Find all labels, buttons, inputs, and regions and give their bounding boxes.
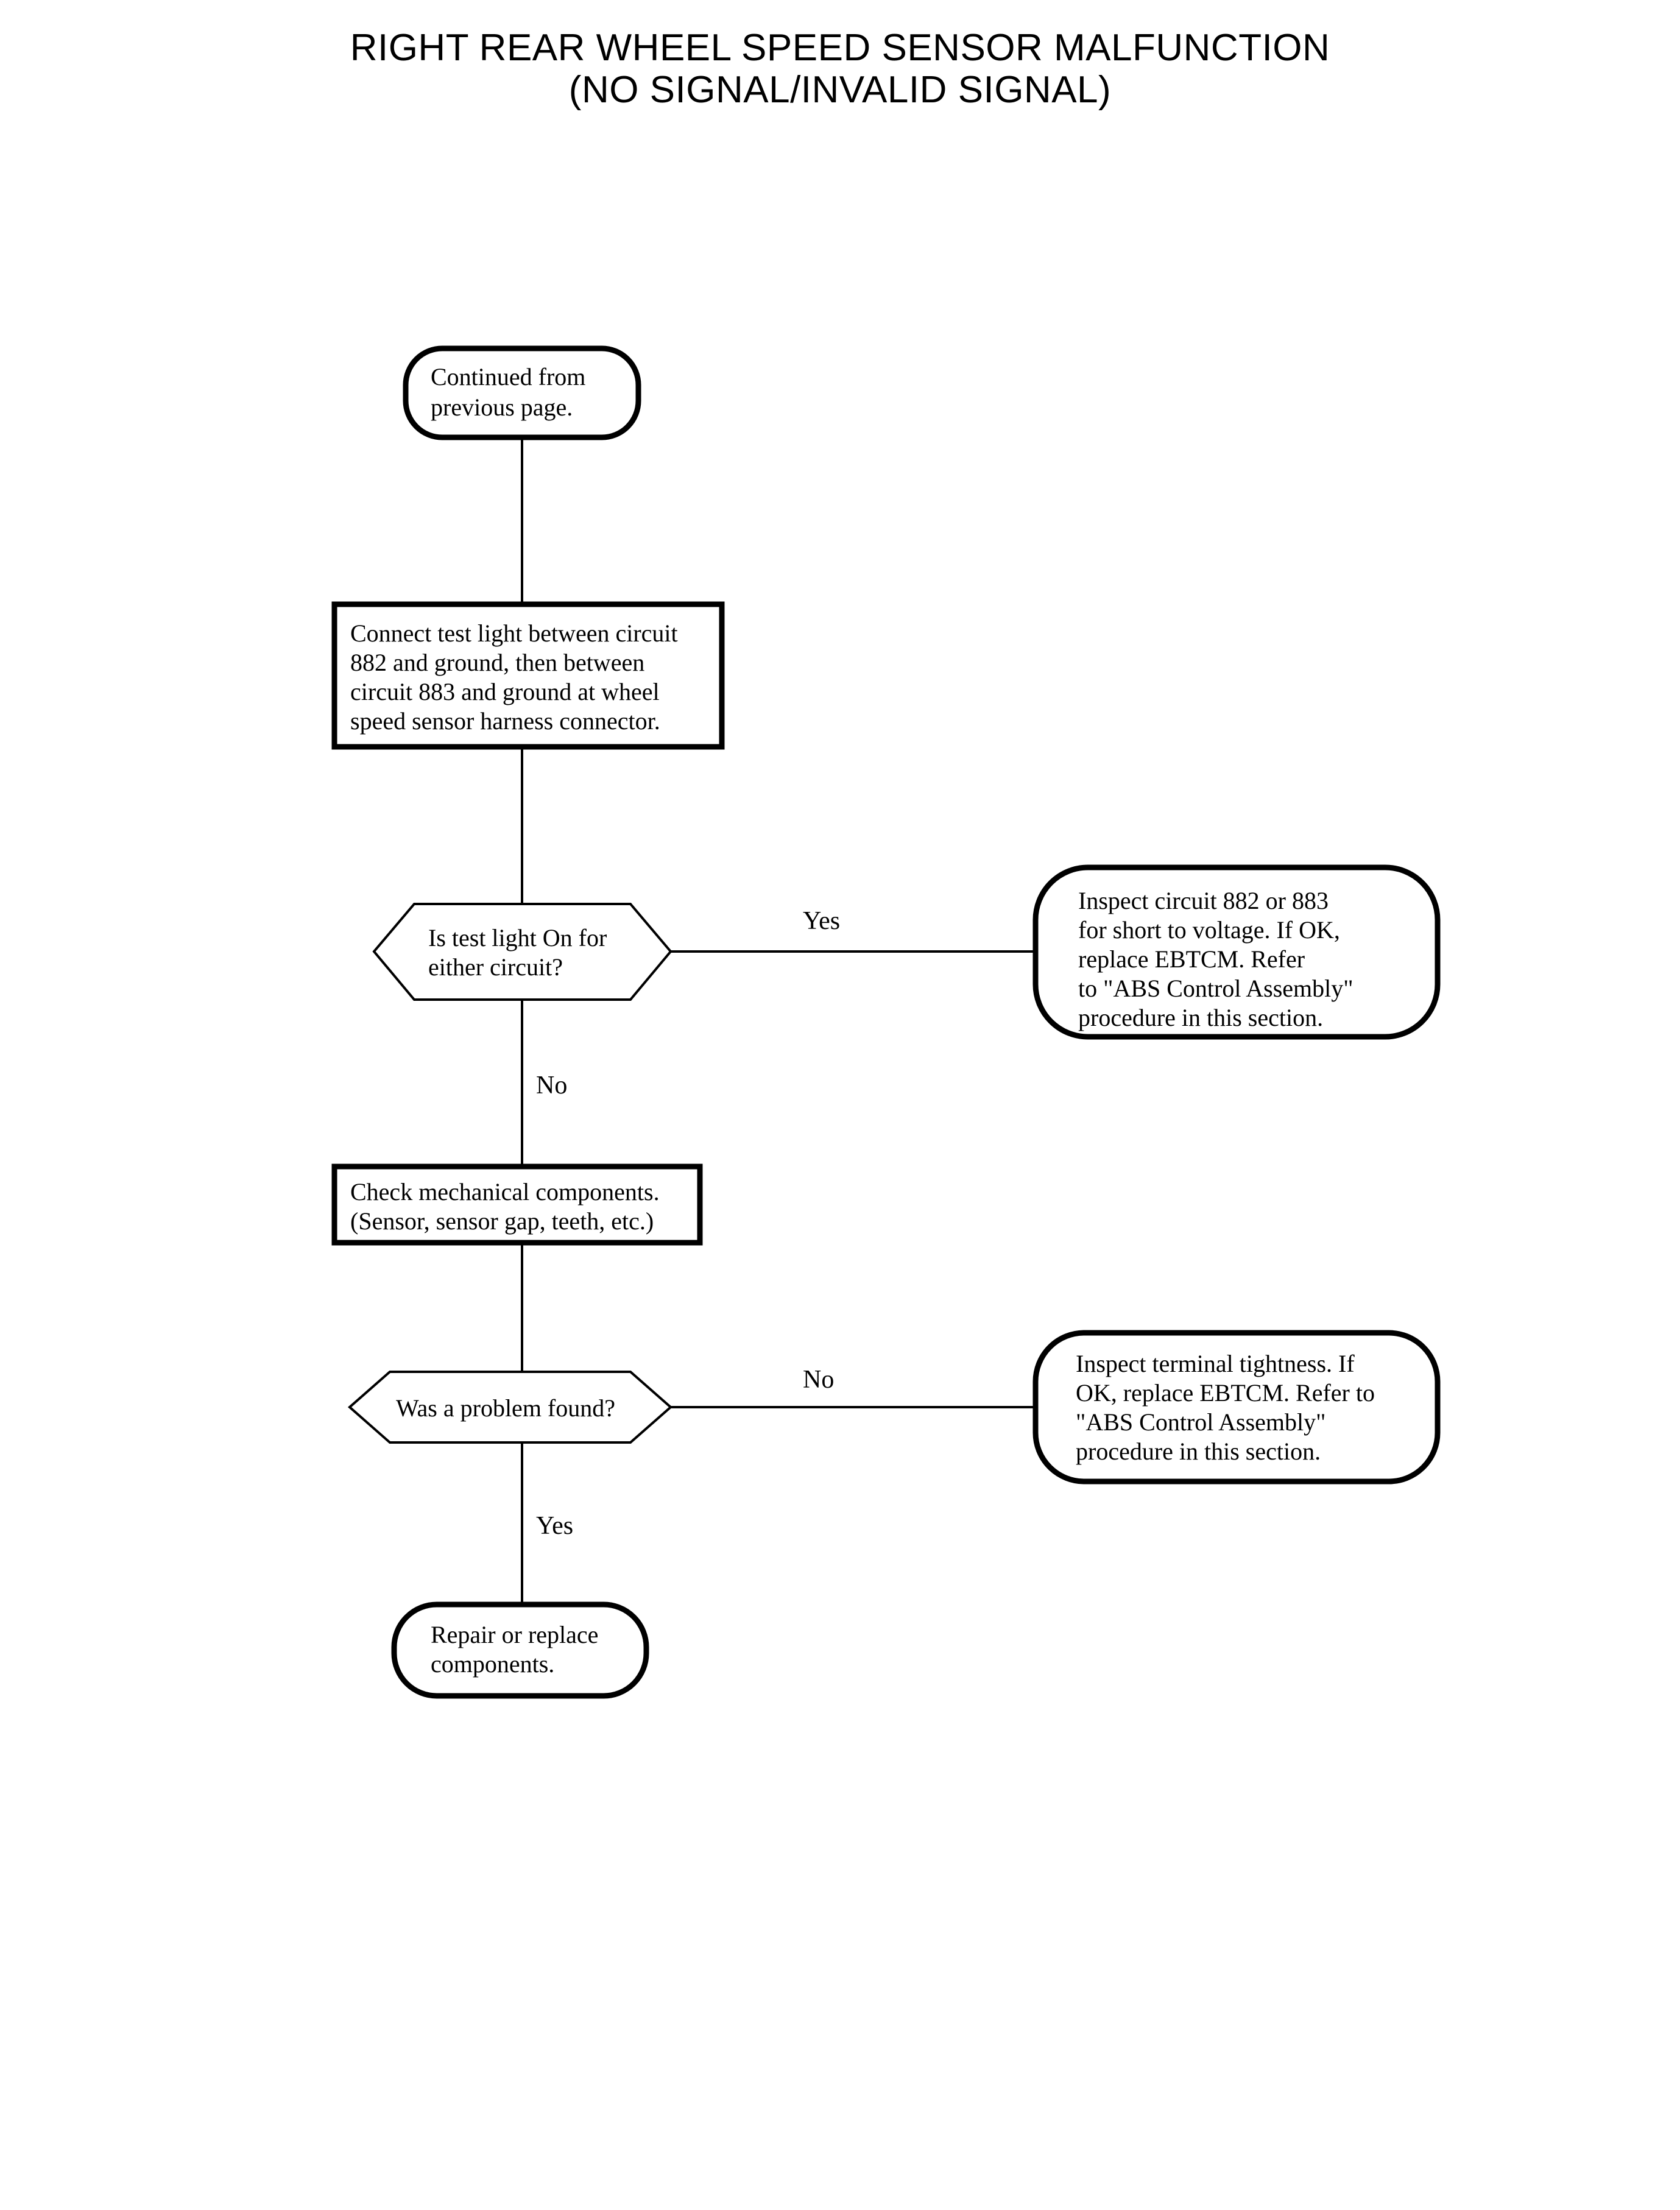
edge-label-decision2-no: No <box>803 1366 834 1394</box>
node-text-line-1: Was a problem found? <box>396 1394 615 1422</box>
node-is-test-light-on[interactable]: Is test light On for either circuit? <box>372 903 672 1001</box>
node-text-line-4: procedure in this section. <box>1076 1438 1321 1465</box>
page-title: RIGHT REAR WHEEL SPEED SENSOR MALFUNCTIO… <box>350 27 1330 111</box>
node-text-line-2: 882 and ground, then between <box>350 649 644 676</box>
node-text-line-1: Connect test light between circuit <box>350 620 678 647</box>
decision-shape <box>347 1371 673 1444</box>
node-connect-test-light[interactable]: Connect test light between circuit 882 a… <box>331 601 725 750</box>
node-text-line-1: Inspect terminal tightness. If <box>1076 1350 1355 1377</box>
node-text-line-2: for short to voltage. If OK, <box>1078 916 1340 944</box>
node-text-line-1: Is test light On for <box>428 924 607 951</box>
node-text-line-1: Inspect circuit 882 or 883 <box>1078 887 1329 914</box>
node-was-a-problem-found[interactable]: Was a problem found? <box>347 1371 673 1444</box>
node-text-line-3: replace EBTCM. Refer <box>1078 945 1305 973</box>
node-inspect-terminal-tightness[interactable]: Inspect terminal tightness. If OK, repla… <box>1032 1330 1441 1485</box>
node-repair-or-replace-components[interactable]: Repair or replace components. <box>391 1601 649 1699</box>
terminator-shape <box>403 345 641 440</box>
node-text-line-4: to "ABS Control Assembly" <box>1078 975 1354 1002</box>
node-text-line-5: procedure in this section. <box>1078 1004 1323 1031</box>
node-check-mechanical-components[interactable]: Check mechanical components. (Sensor, se… <box>331 1163 703 1246</box>
process-shape <box>331 601 725 750</box>
edge-label-decision1-no: No <box>536 1071 567 1100</box>
decision-shape <box>372 903 672 1001</box>
node-text-line-4: speed sensor harness connector. <box>350 707 660 735</box>
node-text-line-1: Repair or replace <box>431 1621 598 1648</box>
node-text-line-3: circuit 883 and ground at wheel <box>350 678 660 705</box>
node-continued-from-previous-page[interactable]: Continued from previous page. <box>403 345 641 440</box>
edge-label-decision1-yes: Yes <box>803 907 840 935</box>
node-text-line-1: Check mechanical components. <box>350 1178 660 1206</box>
process-shape <box>331 1163 703 1246</box>
terminator-shape <box>1032 1330 1441 1485</box>
terminator-shape <box>1032 864 1441 1040</box>
edge-label-decision2-yes: Yes <box>536 1512 573 1540</box>
node-text-line-2: either circuit? <box>428 953 563 981</box>
node-text-line-2: components. <box>431 1650 554 1678</box>
node-text-line-2: OK, replace EBTCM. Refer to <box>1076 1379 1375 1407</box>
node-text-line-2: (Sensor, sensor gap, teeth, etc.) <box>350 1207 654 1235</box>
terminator-shape <box>391 1601 649 1699</box>
node-inspect-circuit[interactable]: Inspect circuit 882 or 883 for short to … <box>1032 864 1441 1040</box>
node-text-line-3: "ABS Control Assembly" <box>1076 1408 1326 1436</box>
node-text-line-2: previous page. <box>431 394 573 421</box>
node-text-line-1: Continued from <box>431 363 585 390</box>
